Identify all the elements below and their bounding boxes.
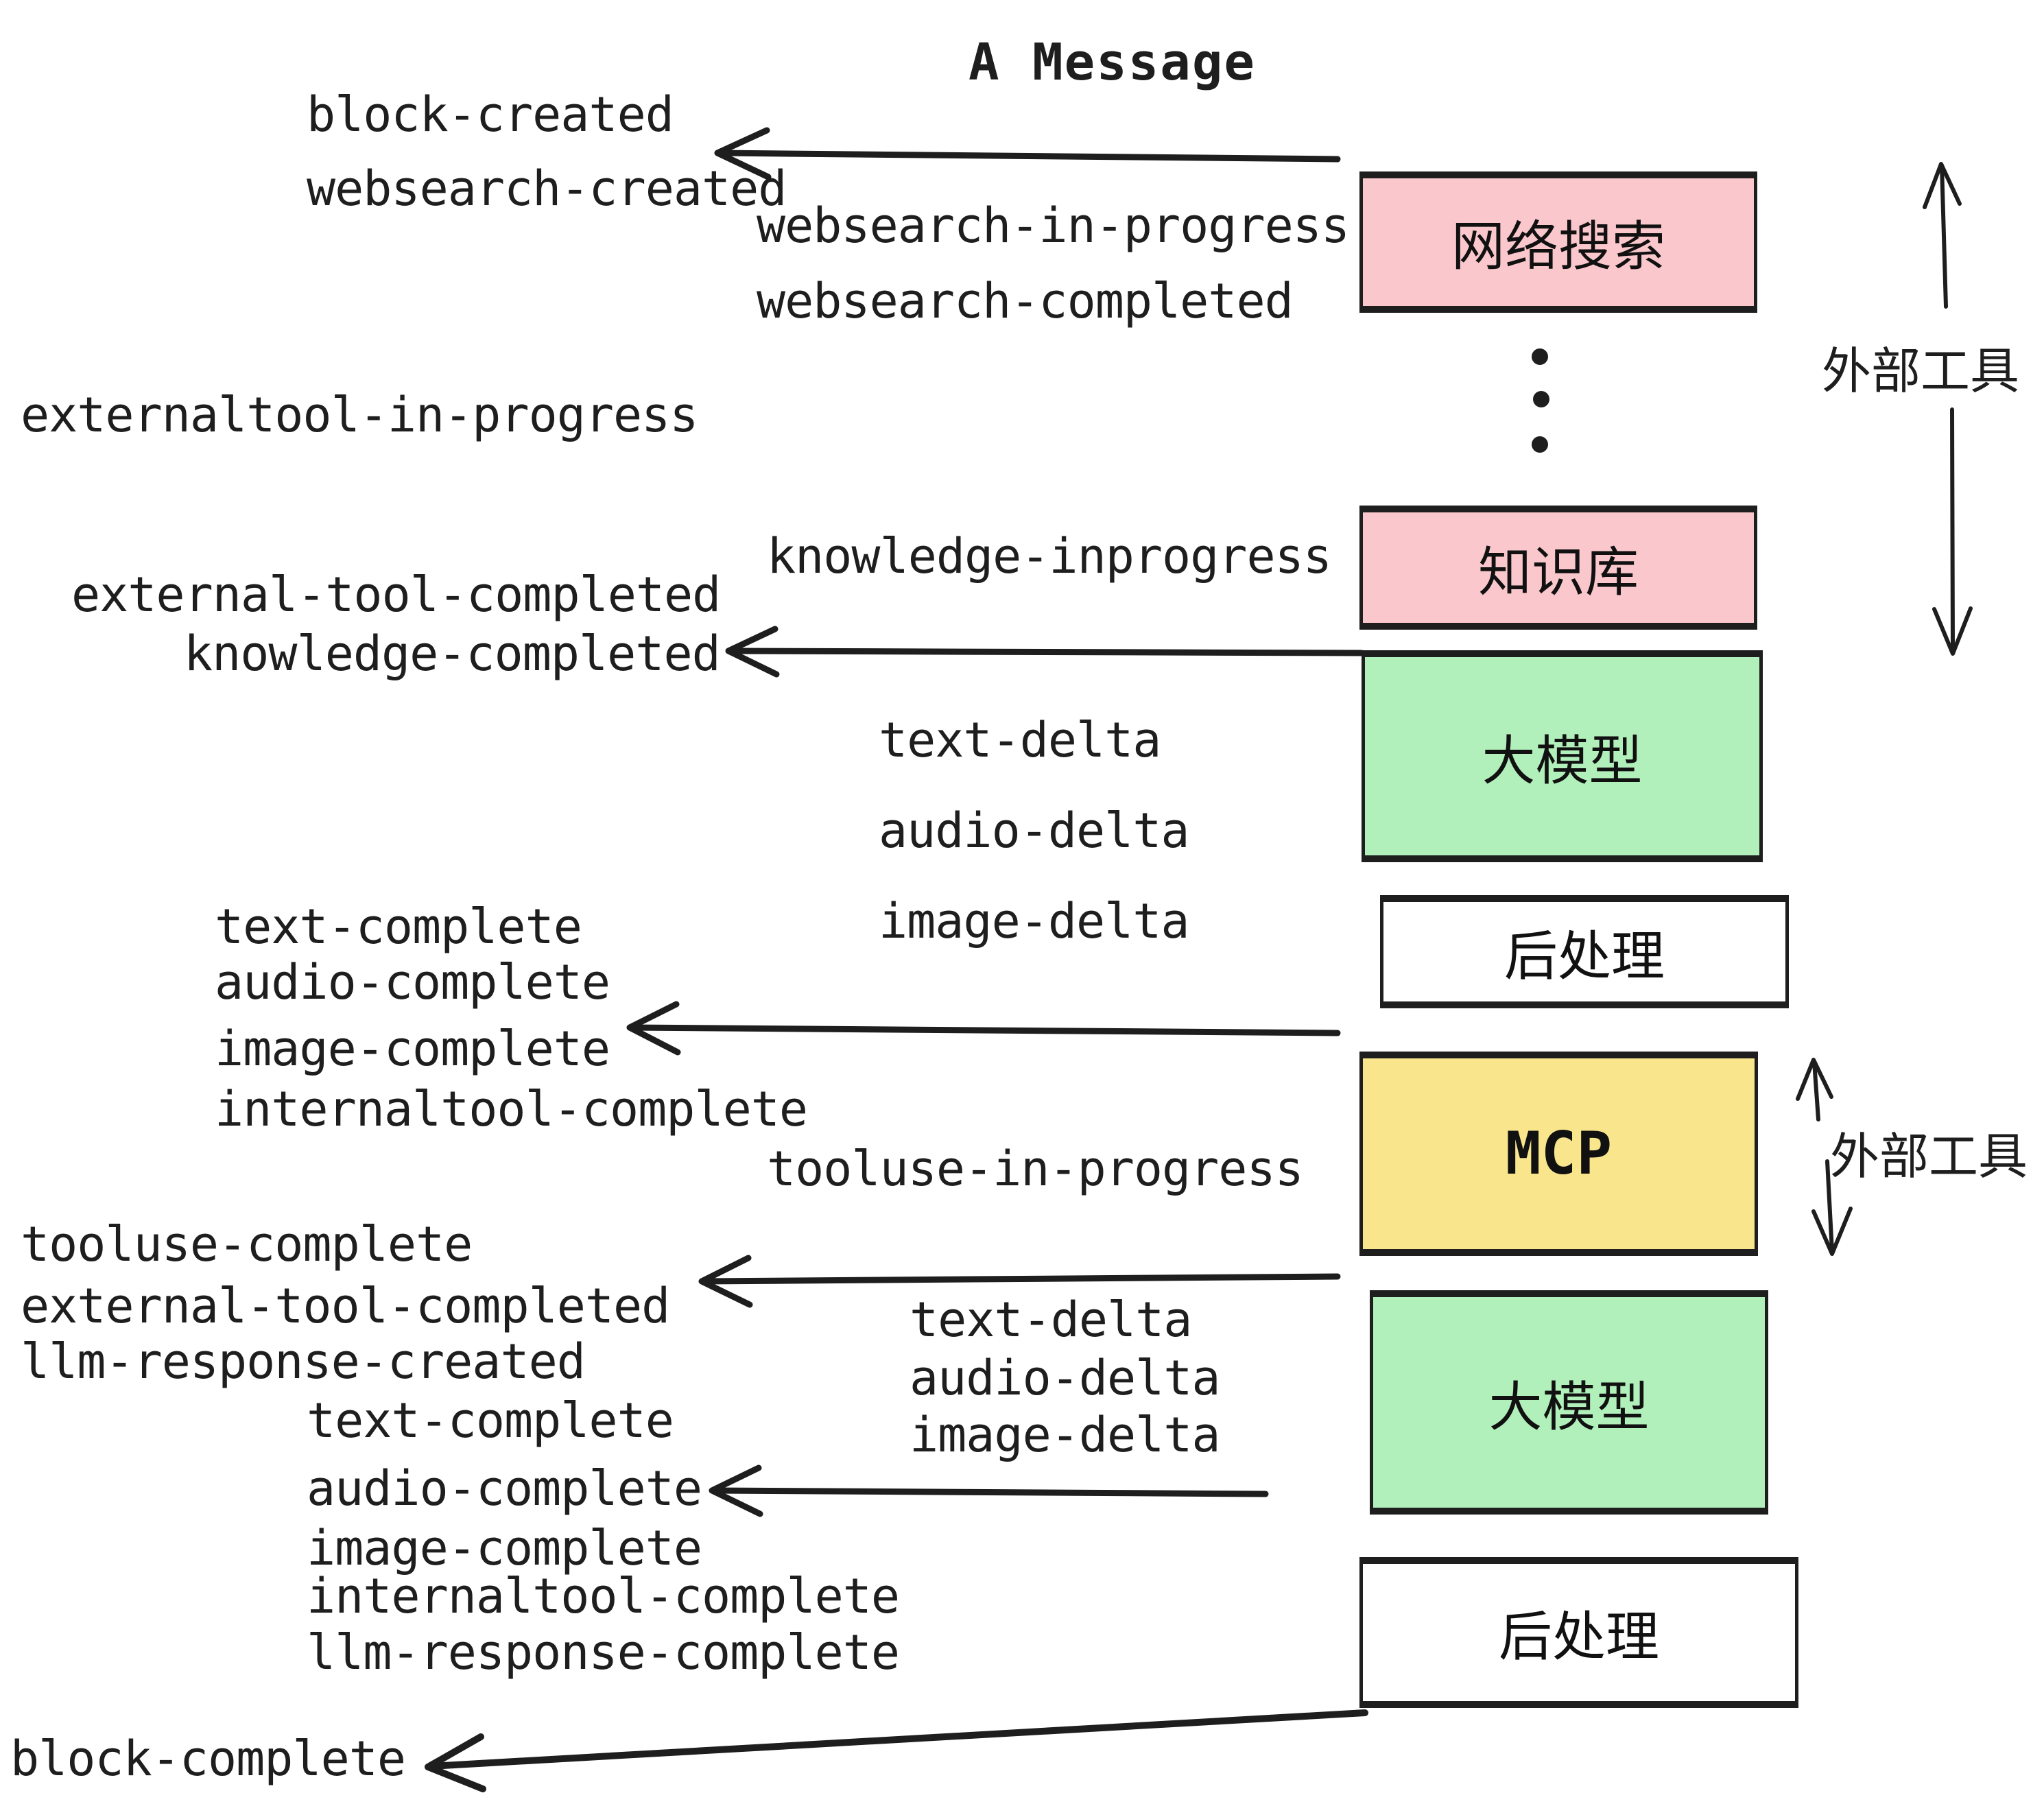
event-audio-delta-1: audio-delta: [879, 803, 1190, 859]
event-text-complete-1: text-complete: [215, 899, 582, 955]
box-post-process-2: 后处理: [1359, 1557, 1798, 1708]
arrow-to-block-complete: [425, 1709, 1368, 1792]
event-image-delta-2: image-delta: [910, 1407, 1221, 1463]
arrow-external-tools-up: [1923, 162, 1962, 309]
event-image-delta-1: image-delta: [879, 893, 1190, 949]
event-knowledge-inprogress: knowledge-inprogress: [767, 528, 1332, 584]
event-audio-delta-2: audio-delta: [910, 1350, 1221, 1406]
arrow-external-tools-down: [1932, 407, 1973, 656]
arrow-to-websearch-created: [714, 127, 1341, 180]
event-external-tool-completed: external-tool-completed: [71, 567, 721, 623]
event-llm-response-created: llm-response-created: [21, 1333, 586, 1390]
event-audio-complete-2: audio-complete: [307, 1460, 702, 1517]
event-websearch-completed: websearch-completed: [757, 273, 1294, 329]
event-block-complete: block-complete: [10, 1731, 406, 1787]
event-text-delta-1: text-delta: [879, 712, 1161, 768]
box-websearch-label: 网络搜索: [1451, 216, 1665, 278]
event-tooluse-complete: tooluse-complete: [21, 1216, 473, 1272]
box-post-process-2-label: 后处理: [1498, 1606, 1659, 1668]
box-llm-2-label: 大模型: [1488, 1376, 1650, 1438]
event-external-tool-completed-2: external-tool-completed: [21, 1278, 670, 1334]
box-knowledge-base-label: 知识库: [1477, 541, 1639, 604]
box-llm-1-label: 大模型: [1482, 730, 1643, 792]
box-llm-1: 大模型: [1362, 650, 1763, 862]
box-knowledge-base: 知识库: [1359, 506, 1757, 630]
side-label-external-tools-top: 外部工具: [1822, 342, 2020, 400]
event-text-complete-2: text-complete: [307, 1392, 674, 1449]
box-websearch: 网络搜索: [1359, 171, 1757, 313]
event-externaltool-in-progress: externaltool-in-progress: [21, 387, 698, 443]
arrow-mcp-external-up: [1796, 1058, 1833, 1121]
box-post-process-1-label: 后处理: [1504, 925, 1665, 988]
arrow-to-audio-complete: [709, 1464, 1269, 1517]
side-label-external-tools-middle: 外部工具: [1830, 1128, 2028, 1185]
event-internaltool-complete-2: internaltool-complete: [307, 1568, 900, 1624]
event-internaltool-complete-1: internaltool-complete: [215, 1081, 808, 1137]
box-mcp: MCP: [1359, 1052, 1758, 1256]
box-post-process-1: 后处理: [1380, 895, 1789, 1008]
box-mcp-label: MCP: [1505, 1119, 1613, 1188]
event-audio-complete-1: audio-complete: [215, 954, 610, 1010]
event-image-complete-1: image-complete: [215, 1021, 610, 1077]
event-llm-response-complete: llm-response-complete: [307, 1624, 900, 1681]
event-tooluse-in-progress: tooluse-in-progress: [767, 1141, 1304, 1197]
arrow-to-knowledge-completed: [725, 626, 1365, 678]
event-websearch-created: websearch-created: [307, 161, 787, 217]
event-block-created: block-created: [307, 86, 674, 143]
event-image-complete-2: image-complete: [307, 1520, 702, 1576]
event-knowledge-completed: knowledge-completed: [184, 626, 721, 682]
diagram-title: A Message: [968, 33, 1256, 92]
box-llm-2: 大模型: [1370, 1290, 1768, 1515]
event-text-delta-2: text-delta: [910, 1292, 1192, 1348]
event-websearch-in-progress: websearch-in-progress: [757, 198, 1350, 254]
ellipsis-dots: [1532, 348, 1549, 453]
arrow-to-image-complete: [626, 1001, 1341, 1056]
